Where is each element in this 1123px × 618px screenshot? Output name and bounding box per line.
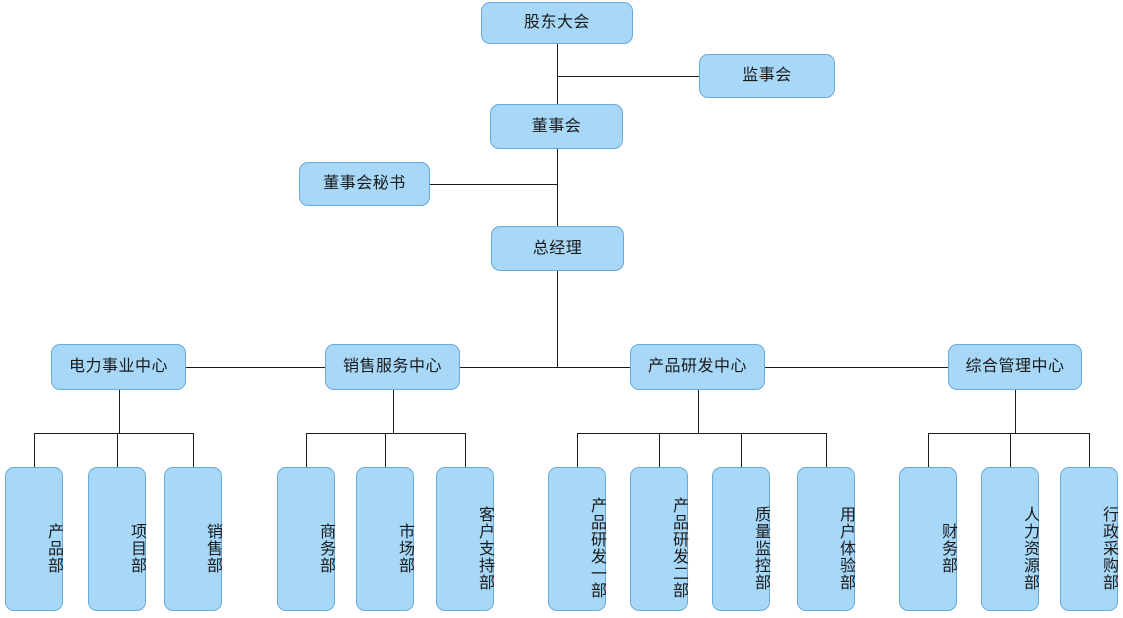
node-rnd_center[interactable]: 产品研发中心 [630,344,765,390]
node-department[interactable]: 产品研发二部 [630,467,688,611]
connector-manager-to-centers-trunk [557,271,558,367]
node-department[interactable]: 财务部 [899,467,957,611]
node-board-of-directors[interactable]: 董事会 [490,104,623,149]
connector-shareholders-to-board [557,44,558,104]
connector-rnd_center-drop-1 [659,433,660,467]
node-department[interactable]: 质量监控部 [712,467,770,611]
node-department[interactable]: 产品研发一部 [548,467,606,611]
node-department[interactable]: 行政采购部 [1060,467,1118,611]
node-department[interactable]: 项目部 [88,467,146,611]
connector-rnd_center-drop-0 [577,433,578,467]
node-department[interactable]: 市场部 [356,467,414,611]
node-sales_center[interactable]: 销售服务中心 [325,344,460,390]
connector-centers-horizontal-bus [186,367,948,368]
connector-rnd_center-drop-2 [741,433,742,467]
connector-admin_center-drop-1 [1010,433,1011,467]
node-department[interactable]: 产品部 [5,467,63,611]
connector-power_center-drop-1 [117,433,118,467]
connector-power_center-drop-0 [34,433,35,467]
node-admin_center[interactable]: 综合管理中心 [948,344,1082,390]
connector-admin_center-drop-0 [928,433,929,467]
connector-sales_center-drop-2 [465,433,466,467]
node-department[interactable]: 人力资源部 [981,467,1039,611]
node-department[interactable]: 用户体验部 [797,467,855,611]
connector-board-to-manager [557,149,558,226]
connector-sales_center-stem [393,390,394,433]
connector-rnd_center-stem [698,390,699,433]
connector-admin_center-stem [1015,390,1016,433]
node-board-secretary[interactable]: 董事会秘书 [299,162,430,206]
connector-rnd_center-bus [577,433,826,434]
node-board-of-supervisors[interactable]: 监事会 [699,54,835,98]
node-department[interactable]: 客户支持部 [436,467,494,611]
connector-power_center-drop-2 [193,433,194,467]
connector-sales_center-drop-1 [385,433,386,467]
connector-admin_center-drop-2 [1089,433,1090,467]
node-general-manager[interactable]: 总经理 [491,226,624,271]
connector-admin_center-bus [928,433,1089,434]
connector-power_center-bus [34,433,193,434]
connector-shareholders-to-supervisors [557,76,699,77]
node-department[interactable]: 销售部 [164,467,222,611]
connector-sales_center-drop-0 [306,433,307,467]
connector-secretary-to-trunk [430,184,557,185]
connector-rnd_center-drop-3 [826,433,827,467]
node-department[interactable]: 商务部 [277,467,335,611]
node-power_center[interactable]: 电力事业中心 [51,344,186,390]
connector-power_center-stem [119,390,120,433]
node-shareholders-meeting[interactable]: 股东大会 [481,2,633,44]
